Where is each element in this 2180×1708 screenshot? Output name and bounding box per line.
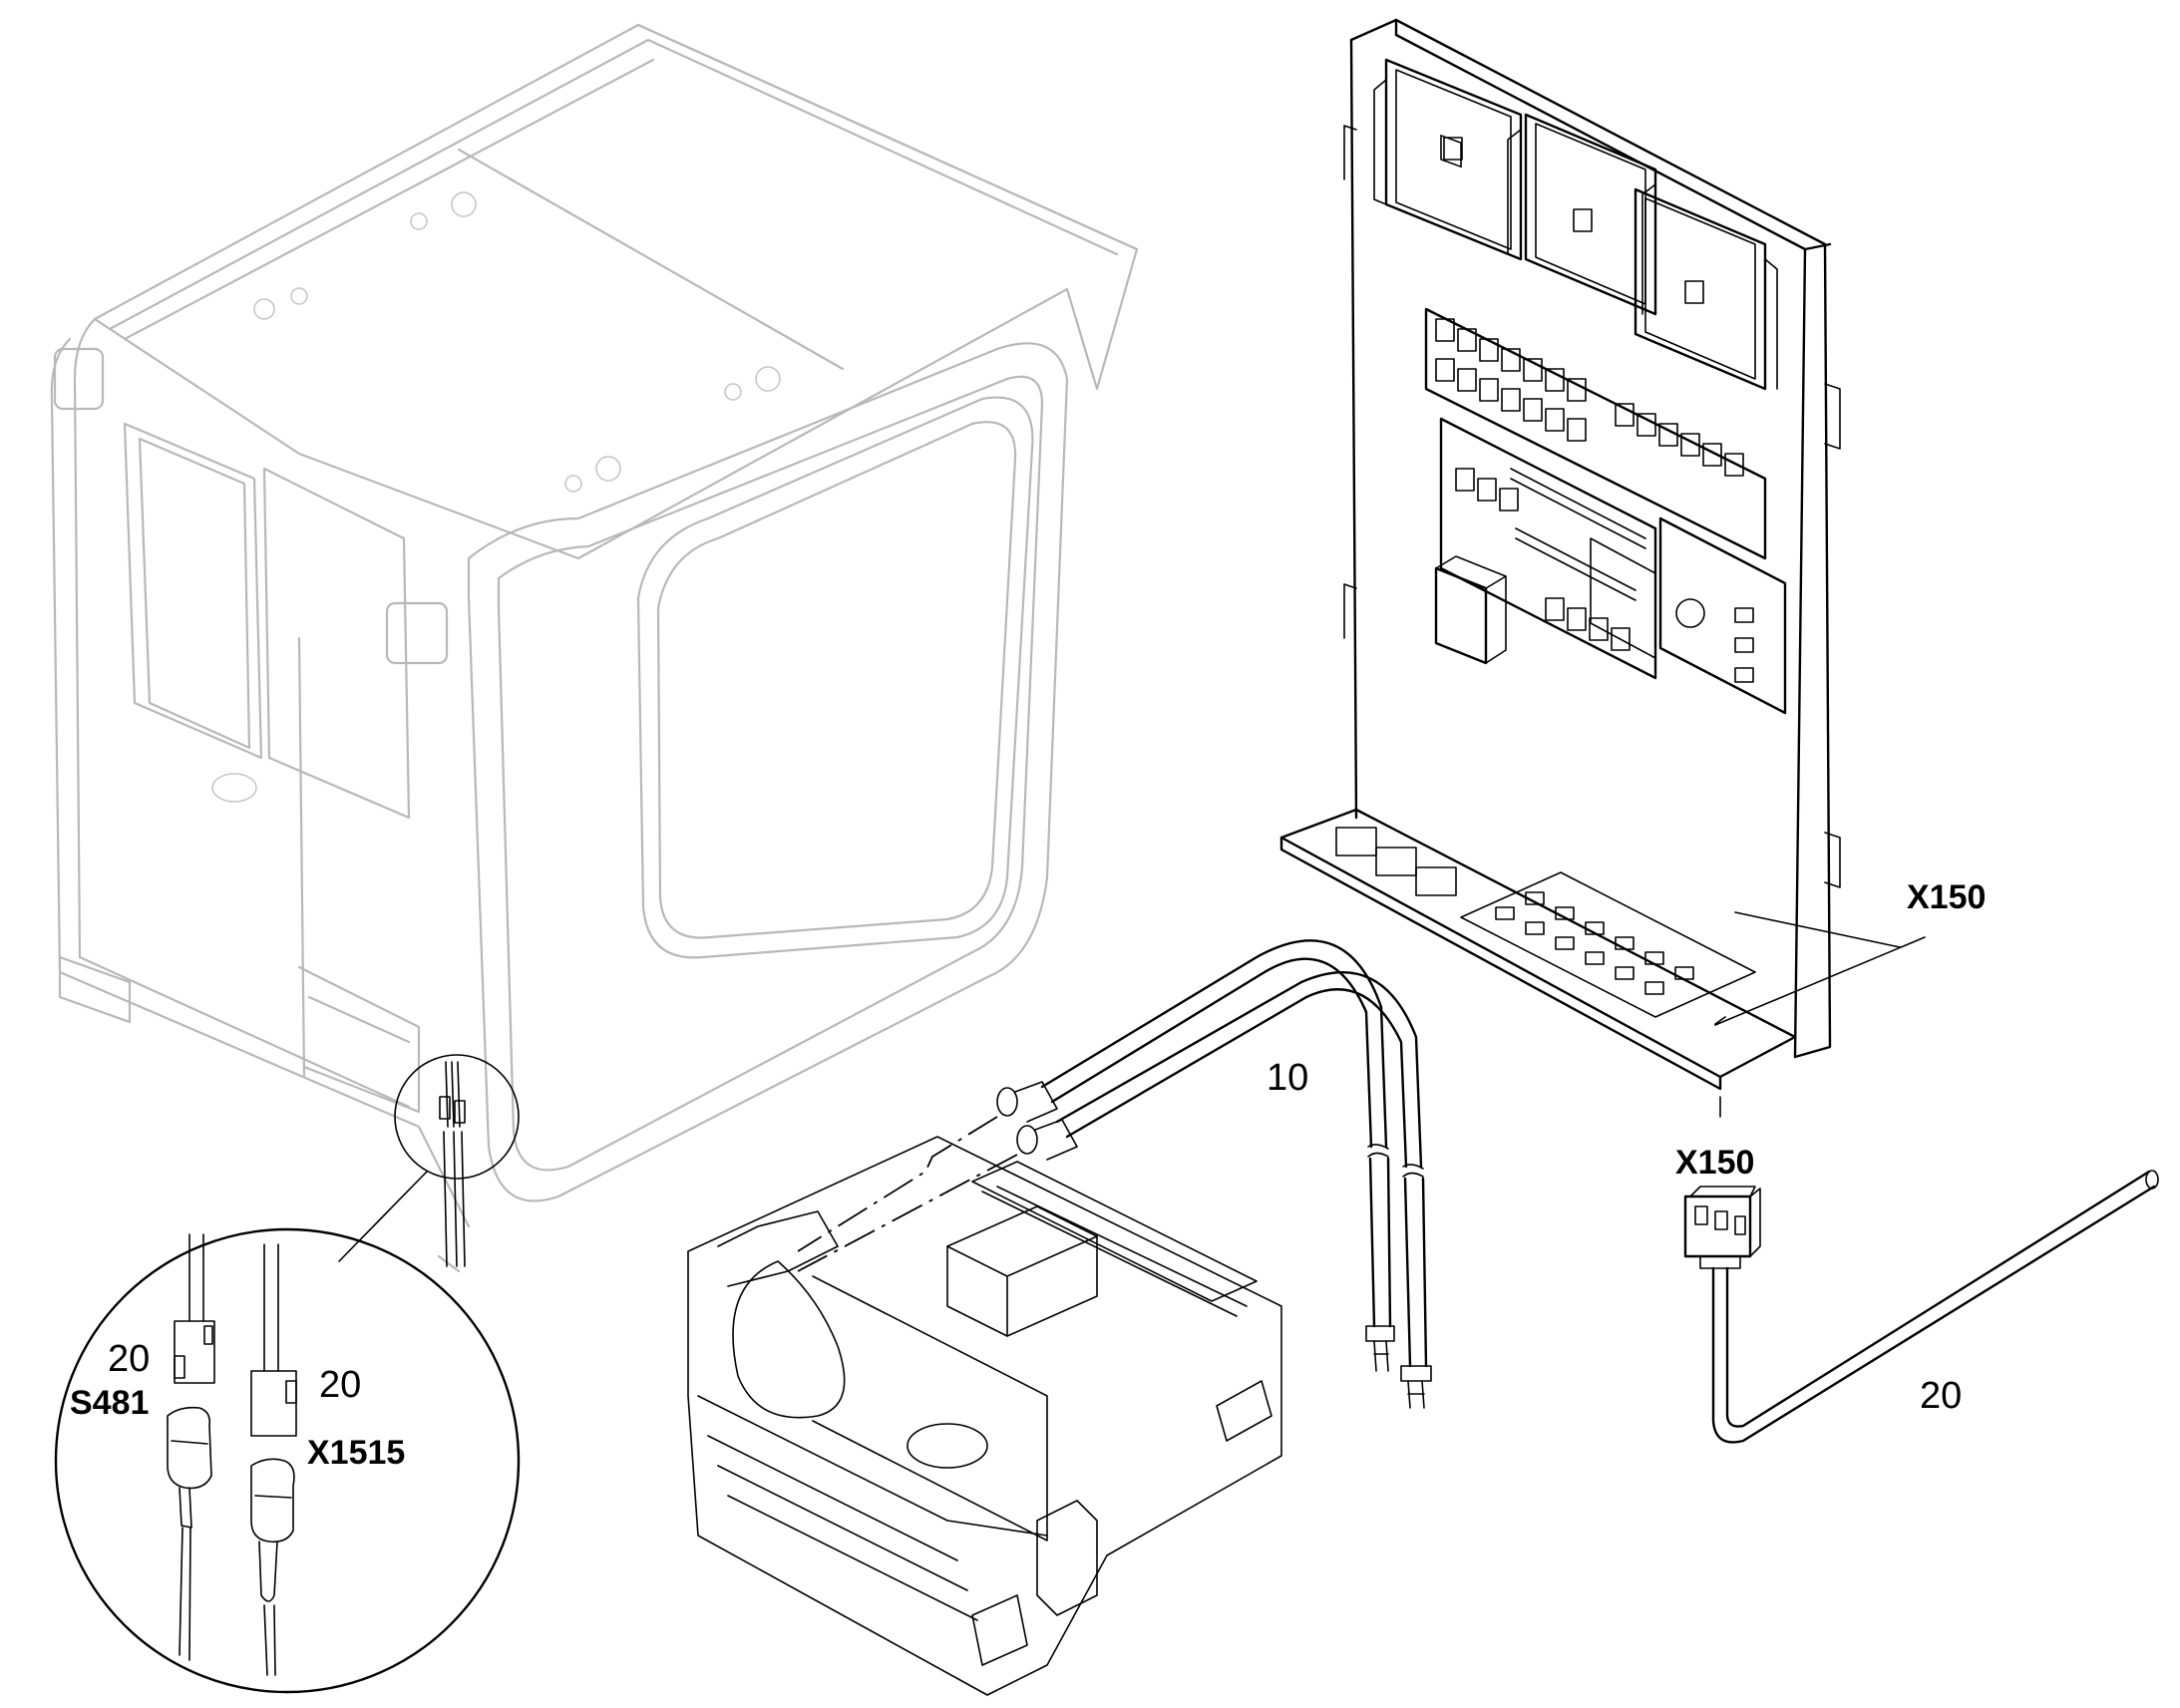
cab-connector-pigtail <box>439 1061 466 1267</box>
hose-10 <box>996 939 1432 1409</box>
x150-leader-main <box>1714 936 1926 1026</box>
hose-centerline-dash-2 <box>797 1154 1018 1272</box>
label-hose-10: 10 <box>1267 1057 1308 1099</box>
label-harness-20: 20 <box>1920 1375 1962 1417</box>
cab-detail-ring <box>394 1054 520 1180</box>
shelf-connector-block <box>1335 827 1756 1018</box>
switch-s481-pair <box>167 1233 215 1661</box>
label-harness-x150: X150 <box>1675 1144 1754 1182</box>
label-panel-x150: X150 <box>1907 878 1986 916</box>
relay-bank <box>1435 318 1744 651</box>
hose-centerline-dash <box>797 1116 998 1252</box>
electrical-panel <box>1279 18 1841 1091</box>
label-switch-s481: S481 <box>70 1384 149 1422</box>
connector-x1515-pair <box>250 1243 297 1676</box>
label-detail-20-right: 20 <box>319 1364 361 1406</box>
label-detail-20-left: 20 <box>108 1338 150 1380</box>
detail-magnified-circle <box>54 1227 521 1694</box>
hvac-unit <box>687 1136 1282 1696</box>
detail-leader <box>338 1171 428 1262</box>
harness-20 <box>1683 1170 2159 1444</box>
x150-leader <box>1714 911 1901 1025</box>
operator-cab <box>50 23 1139 1273</box>
label-connector-x1515: X1515 <box>307 1434 405 1472</box>
